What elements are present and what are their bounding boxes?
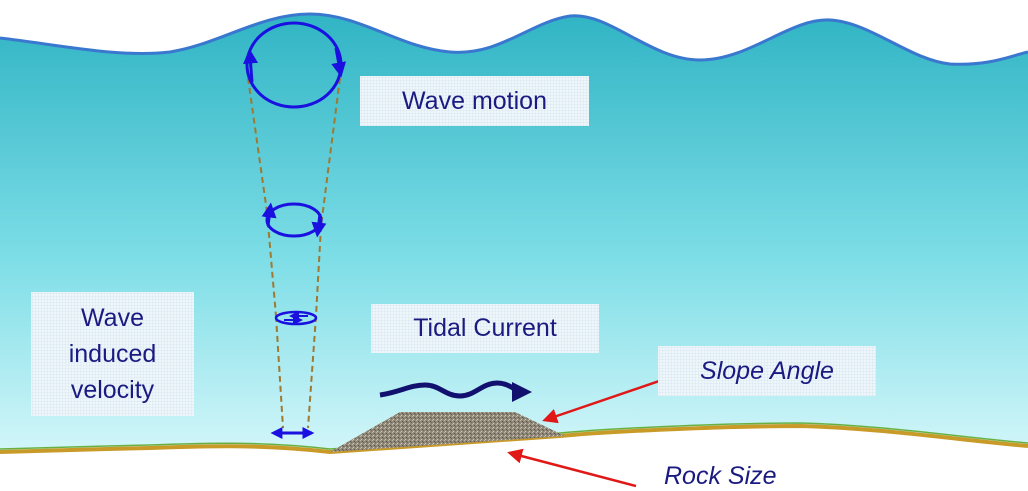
orbit-circle-icon	[274, 310, 318, 326]
water-body	[0, 14, 1028, 452]
wave-induced-line3: velocity	[70, 376, 155, 404]
orbit-circle-icon	[261, 202, 327, 238]
wave-induced-line2: induced	[68, 340, 157, 368]
orbit-circle-icon	[243, 21, 347, 109]
wave-motion-label: Wave motion	[360, 76, 589, 126]
wave-motion-text: Wave motion	[402, 86, 547, 115]
slope-angle-pointer-arrow	[542, 376, 669, 424]
rock-mound	[330, 412, 565, 452]
tidal-current-text: Tidal Current	[413, 314, 557, 342]
orbit-envelope-lines	[247, 77, 341, 429]
slope-angle-text: Slope Angle	[700, 356, 834, 385]
rock-size-pointer-arrow	[507, 448, 637, 488]
wave-surface-line	[0, 12, 1028, 66]
wave-induced-velocity-label: Wave induced velocity	[31, 292, 194, 416]
wavy-arrow-icon	[379, 380, 532, 402]
seabed-grass	[0, 422, 1028, 450]
seabed-line	[0, 423, 1028, 455]
rock-size-label: Rock Size	[664, 462, 777, 490]
slope-angle-label: Slope Angle	[658, 346, 876, 396]
tidal-current-label: Tidal Current	[371, 304, 599, 353]
wave-induced-line1: Wave	[81, 304, 144, 332]
